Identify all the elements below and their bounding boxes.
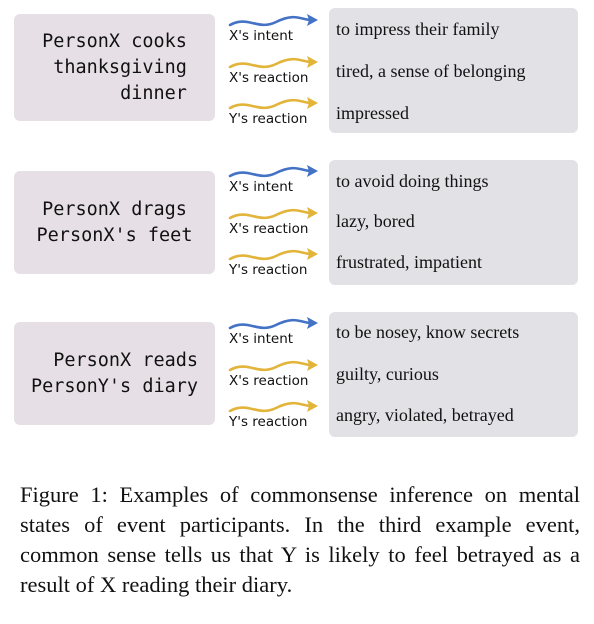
arrow-1-intent	[228, 14, 318, 27]
output-3-yreact: angry, violated, betrayed	[336, 405, 514, 425]
event-1-line-2: thanksgiving	[53, 56, 187, 78]
arrow-1-yreact	[228, 97, 318, 110]
relation-label-2-intent: X's intent	[229, 179, 294, 195]
relation-label-1-yreact: Y's reaction	[229, 111, 308, 127]
output-2-xreact: lazy, bored	[336, 211, 415, 231]
figure-caption: Figure 1: Examples of commonsense infere…	[20, 482, 580, 597]
event-1-line-3: dinner	[120, 82, 187, 104]
output-1-yreact: impressed	[336, 103, 409, 123]
relation-label-1-intent: X's intent	[229, 28, 294, 44]
output-2-yreact: frustrated, impatient	[336, 252, 482, 272]
relation-label-1-xreact: X's reaction	[229, 70, 309, 86]
event-3-line-1: PersonX reads	[53, 349, 199, 371]
arrow-2-xreact	[228, 207, 318, 220]
output-box-3	[329, 312, 578, 437]
event-2-line-2: PersonX's feet	[36, 224, 193, 246]
relation-label-3-intent: X's intent	[229, 331, 294, 347]
output-box-2	[329, 160, 578, 285]
output-1-intent: to impress their family	[336, 19, 500, 39]
arrow-3-intent	[228, 317, 318, 330]
arrow-3-yreact	[228, 400, 318, 413]
arrow-2-intent	[228, 165, 318, 178]
arrow-3-xreact	[228, 359, 318, 372]
event-box-1: PersonX cooks thanksgiving dinner	[14, 14, 215, 121]
arrow-2-yreact	[228, 248, 318, 261]
output-3-xreact: guilty, curious	[336, 364, 439, 384]
relation-label-2-xreact: X's reaction	[229, 221, 309, 237]
event-3-line-2: PersonY's diary	[30, 375, 199, 397]
event-box-2: PersonX drags PersonX's feet	[14, 171, 215, 274]
output-box-1	[329, 8, 578, 133]
output-1-xreact: tired, a sense of belonging	[336, 61, 526, 81]
event-1-line-1: PersonX cooks	[42, 30, 187, 52]
relation-label-3-yreact: Y's reaction	[229, 414, 308, 430]
event-box-3: PersonX reads PersonY's diary	[14, 322, 215, 425]
output-2-intent: to avoid doing things	[336, 171, 489, 191]
relation-label-2-yreact: Y's reaction	[229, 262, 308, 278]
event-2-line-1: PersonX drags	[42, 198, 187, 220]
output-3-intent: to be nosey, know secrets	[336, 322, 520, 342]
relation-label-3-xreact: X's reaction	[229, 373, 309, 389]
arrow-1-xreact	[228, 56, 318, 69]
